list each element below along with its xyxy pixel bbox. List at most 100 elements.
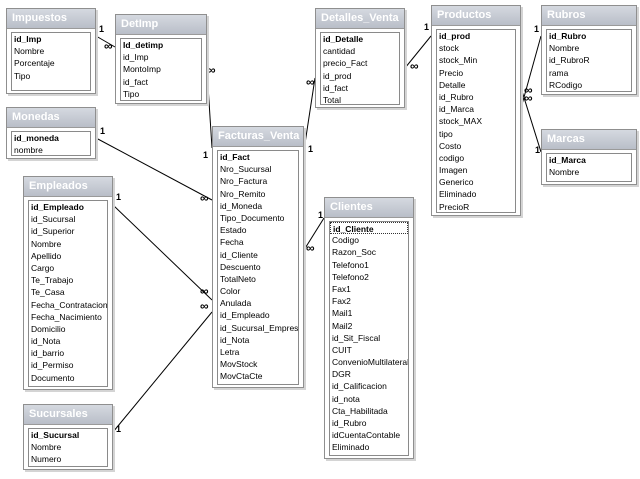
field-item[interactable]: Tipo_Documento xyxy=(220,212,285,223)
field-item[interactable]: id_barrio xyxy=(31,348,65,359)
field-item[interactable]: id_Marca xyxy=(439,104,474,115)
field-item[interactable]: TotalNeto xyxy=(220,273,256,284)
relationship-line-productos-detalles_venta[interactable] xyxy=(404,35,432,69)
field-item[interactable]: Mail2 xyxy=(332,320,353,331)
field-item[interactable]: Eliminado xyxy=(332,442,370,453)
table-title[interactable]: Impuestos xyxy=(7,9,95,29)
field-item[interactable]: Costo xyxy=(439,140,462,151)
field-item[interactable]: id_Empleado xyxy=(220,310,270,321)
field-item[interactable]: Fax1 xyxy=(332,283,351,294)
field-item[interactable]: Fecha_Contratacion xyxy=(31,299,107,310)
field-item[interactable]: Eliminado xyxy=(439,189,477,200)
field-item[interactable]: Nombre xyxy=(31,238,62,249)
table-title[interactable]: Clientes xyxy=(325,198,413,218)
field-item[interactable]: Tipo xyxy=(14,70,31,81)
field-item[interactable]: nombre xyxy=(14,145,43,156)
field-item[interactable]: Nro_Sucursal xyxy=(220,164,272,175)
field-item[interactable]: MovStock xyxy=(220,359,258,370)
field-item[interactable]: Te_Casa xyxy=(31,287,65,298)
table-title[interactable]: Productos xyxy=(432,6,520,26)
primary-key-field[interactable]: Id_detimp xyxy=(123,40,164,50)
primary-key-field[interactable]: id_Sucursal xyxy=(31,430,80,440)
field-item[interactable]: Telefono2 xyxy=(332,271,369,282)
field-item[interactable]: MovCtaCte xyxy=(220,371,263,382)
field-item[interactable]: Color xyxy=(220,286,241,297)
field-item[interactable]: MontoImp xyxy=(123,64,161,75)
table-title[interactable]: Monedas xyxy=(7,108,95,128)
field-item[interactable]: CUIT xyxy=(332,344,352,355)
field-item[interactable]: Domicilio xyxy=(31,323,66,334)
field-item[interactable]: id_RubroR xyxy=(549,55,590,66)
field-item[interactable]: id_Rubro xyxy=(332,418,367,428)
primary-key-field[interactable]: id_Detalle xyxy=(323,34,364,44)
field-item[interactable]: rama xyxy=(549,67,569,78)
field-item[interactable]: tipo xyxy=(439,128,453,139)
field-item[interactable]: Fax2 xyxy=(332,296,351,307)
field-item[interactable]: Tipo xyxy=(123,88,140,99)
table-title[interactable]: Facturas_Venta xyxy=(213,127,303,147)
field-item[interactable]: id_Imp xyxy=(123,52,149,63)
field-item[interactable]: RCodigo xyxy=(549,79,583,90)
field-item[interactable]: Descuento xyxy=(220,261,261,272)
field-item[interactable]: id_Superior xyxy=(31,226,75,237)
table-title[interactable]: Sucursales xyxy=(24,405,112,425)
field-item[interactable]: id_prod xyxy=(323,70,352,81)
field-item[interactable]: id_Cliente xyxy=(220,249,258,260)
primary-key-field[interactable]: id_Cliente xyxy=(330,222,408,235)
relationship-line-detalles_venta-facturas_venta[interactable] xyxy=(303,77,316,151)
primary-key-field[interactable]: id_Imp xyxy=(14,34,42,44)
field-item[interactable]: Nro_Factura xyxy=(220,176,268,187)
relationship-line-empleados-facturas_venta[interactable] xyxy=(112,204,213,301)
field-item[interactable]: Fecha xyxy=(220,237,244,248)
field-item[interactable]: Generico xyxy=(439,177,474,188)
field-item[interactable]: id_Rubro xyxy=(439,91,474,102)
primary-key-field[interactable]: id_Rubro xyxy=(549,31,587,41)
primary-key-field[interactable]: id_prod xyxy=(439,31,471,41)
field-item[interactable]: PrecioR xyxy=(439,201,470,212)
field-item[interactable]: Numero xyxy=(31,454,62,465)
field-item[interactable]: id_nota xyxy=(332,393,360,404)
field-item[interactable]: Razon_Soc xyxy=(332,247,376,258)
field-item[interactable]: id_Nota xyxy=(220,334,250,345)
relationship-line-clientes-facturas_venta[interactable] xyxy=(303,217,325,251)
field-item[interactable]: Imagen xyxy=(439,165,468,176)
field-item[interactable]: id_Sucursal_Empresa xyxy=(220,322,298,333)
field-item[interactable]: id_Sucursal xyxy=(31,214,76,225)
field-item[interactable]: Mail1 xyxy=(332,308,353,319)
table-title[interactable]: Empleados xyxy=(24,177,112,197)
table-title[interactable]: DetImp xyxy=(116,15,206,35)
field-item[interactable]: stock_MAX xyxy=(439,116,482,127)
field-item[interactable]: Cta_Habilitada xyxy=(332,405,388,416)
field-item[interactable]: id_Moneda xyxy=(220,200,263,211)
field-item[interactable]: id_Sit_Fiscal xyxy=(332,332,381,343)
field-item[interactable]: Codigo xyxy=(332,235,359,246)
field-item[interactable]: Estado xyxy=(220,225,247,236)
field-item[interactable]: Nro_Remito xyxy=(220,188,266,199)
field-item[interactable]: stock_Min xyxy=(439,55,478,66)
field-item[interactable]: Detalle xyxy=(439,79,466,90)
field-item[interactable]: id_Nota xyxy=(31,336,61,347)
primary-key-field[interactable]: id_Marca xyxy=(549,155,586,165)
field-item[interactable]: Apellido xyxy=(31,250,62,261)
field-item[interactable]: idCuentaContable xyxy=(332,430,401,441)
field-item[interactable]: Total xyxy=(323,94,341,105)
primary-key-field[interactable]: id_moneda xyxy=(14,133,59,143)
table-title[interactable]: Detalles_Venta xyxy=(316,9,404,29)
field-item[interactable]: id_Calificacion xyxy=(332,381,387,392)
primary-key-field[interactable]: id_Fact xyxy=(220,152,250,162)
